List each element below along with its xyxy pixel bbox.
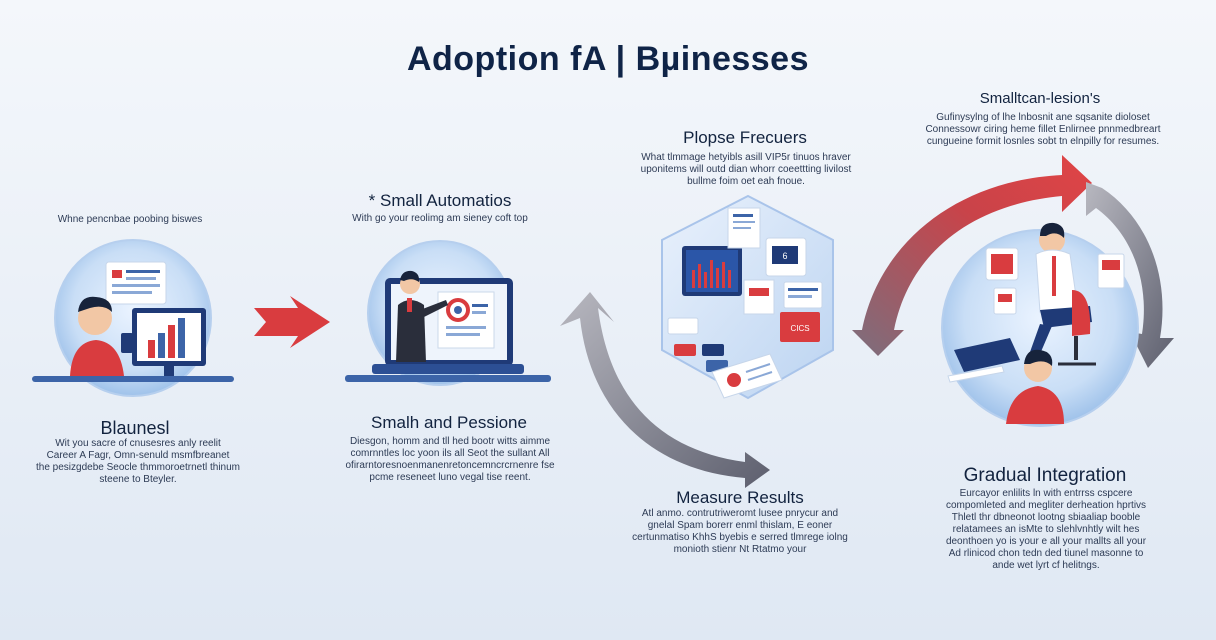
stage4-description: Atl anmo. contrutriweromt lusee pnrycur … (632, 508, 848, 555)
stage1-illustration (32, 239, 234, 397)
stage2-heading: Smalh and Pessione (371, 413, 527, 432)
stage2-description: Diesgon, homm and tll hed bootr witts ai… (345, 436, 555, 483)
stage2-top-heading: * Small Automatios (368, 191, 512, 210)
stage4-heading: Measure Results (676, 488, 804, 507)
stage1-caption: Whne pencnbae poobing biswes (57, 214, 203, 225)
stage1-person-head (78, 301, 112, 335)
stage2-presentation-board (437, 291, 495, 349)
tie-icon (1052, 256, 1056, 296)
stage2-laptop-base (372, 364, 524, 374)
stage1-description: Wit you sacre of cnusesres anly reelit C… (35, 438, 240, 485)
stage1-floating-card (105, 261, 167, 305)
stage3-heading: Plopse Frecuers (683, 128, 807, 147)
stage1-heading: Blaunesl (100, 418, 170, 438)
stage3-illustration: 6 CICS (661, 194, 834, 400)
stage5-description: Eurcayor enlilits ln with entrrss cspcer… (945, 488, 1147, 547)
svg-text:CICS: CICS (790, 324, 809, 333)
stage3-badge-b1: 6 (782, 251, 787, 261)
stage3-red-card (780, 312, 820, 342)
stage2-desk (345, 375, 551, 382)
stage5-top-description: Gufinysylng of lhe lnbosnit ane sqsanite… (925, 112, 1161, 147)
stage5-heading: Gradual Integration (963, 465, 1127, 486)
arrow-1-to-2 (254, 296, 330, 348)
stage5-laptop (954, 338, 1020, 372)
arrow-2-to-4 (560, 292, 770, 488)
stage5-chair (1072, 290, 1091, 336)
stage3-description: What tlmmage hetyibls asill VIP5r tinuos… (640, 152, 852, 187)
arrow-4-to-5 (852, 155, 1092, 356)
arrow-5-loop (1086, 182, 1174, 368)
stage5-footnote: Ad rlinicod chon tedn ded tiunel masonne… (948, 548, 1144, 571)
stage1-person-body (70, 340, 124, 376)
phone-icon (121, 333, 133, 353)
stage2-person-body (396, 300, 426, 362)
stage5-illustration (941, 222, 1139, 427)
stage2-caption: With go your reolimg am sieney coft top (352, 213, 528, 224)
stage1-desk (32, 376, 234, 382)
stage2-illustration (345, 240, 551, 386)
stage5-top-heading: Smalltcan-lesion's (979, 90, 1101, 107)
diagram-title: Adoption fA | Bµinesses (406, 40, 810, 78)
